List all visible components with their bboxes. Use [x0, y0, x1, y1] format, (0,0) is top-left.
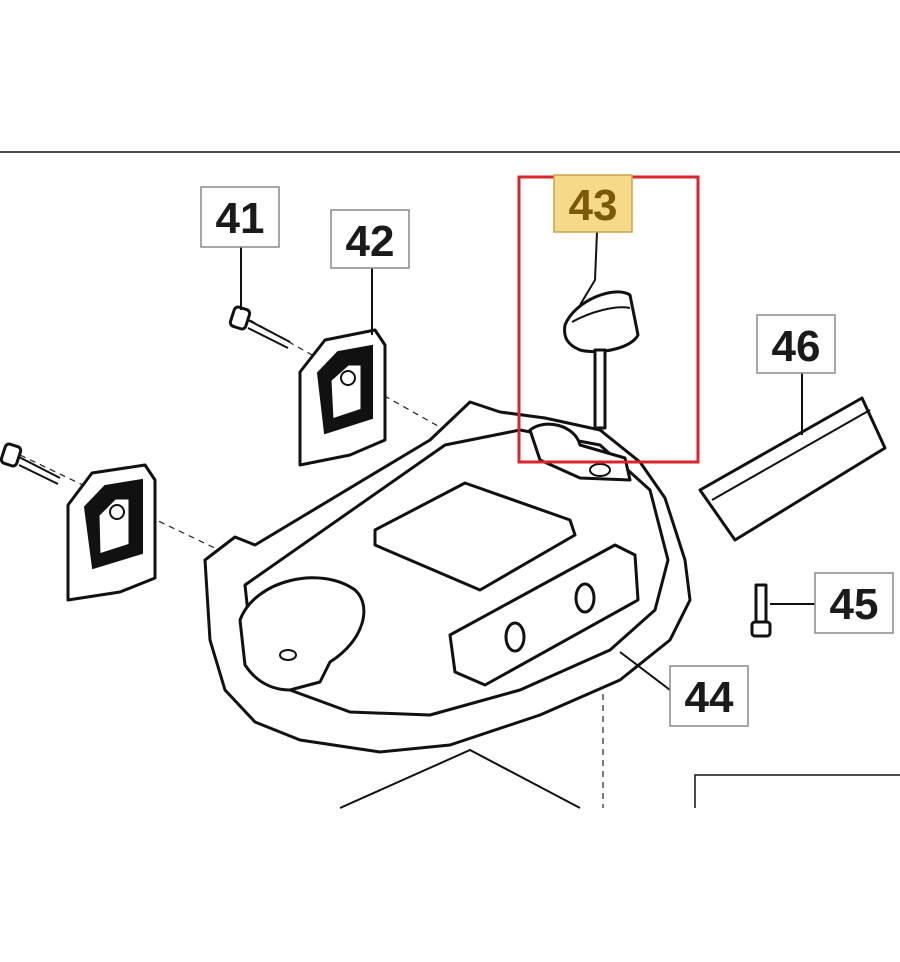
- callout-45[interactable]: 45: [814, 572, 894, 634]
- part-46-pad: [698, 396, 887, 542]
- leader-lines: [240, 231, 815, 691]
- callout-44-label: 44: [685, 673, 734, 722]
- callout-46-label: 46: [772, 322, 821, 371]
- part-45-bolt: [750, 583, 772, 638]
- diagram-frame: [0, 151, 900, 808]
- callout-46[interactable]: 46: [756, 314, 836, 374]
- part-43-knob: [563, 290, 640, 430]
- callout-42-label: 42: [346, 217, 395, 266]
- part-41-screw-lower: [0, 442, 61, 485]
- part-44-cover: [203, 400, 692, 809]
- part-41-screw: [228, 305, 291, 349]
- callout-43[interactable]: 43: [553, 174, 633, 233]
- callout-45-label: 45: [830, 580, 879, 629]
- callout-44[interactable]: 44: [669, 665, 749, 727]
- part-42-bracket: [298, 328, 387, 467]
- callout-41[interactable]: 41: [200, 186, 280, 248]
- part-42-bracket-lower: [66, 463, 157, 602]
- callout-42[interactable]: 42: [330, 209, 410, 269]
- callout-41-label: 41: [216, 194, 265, 243]
- callout-43-label: 43: [569, 181, 618, 230]
